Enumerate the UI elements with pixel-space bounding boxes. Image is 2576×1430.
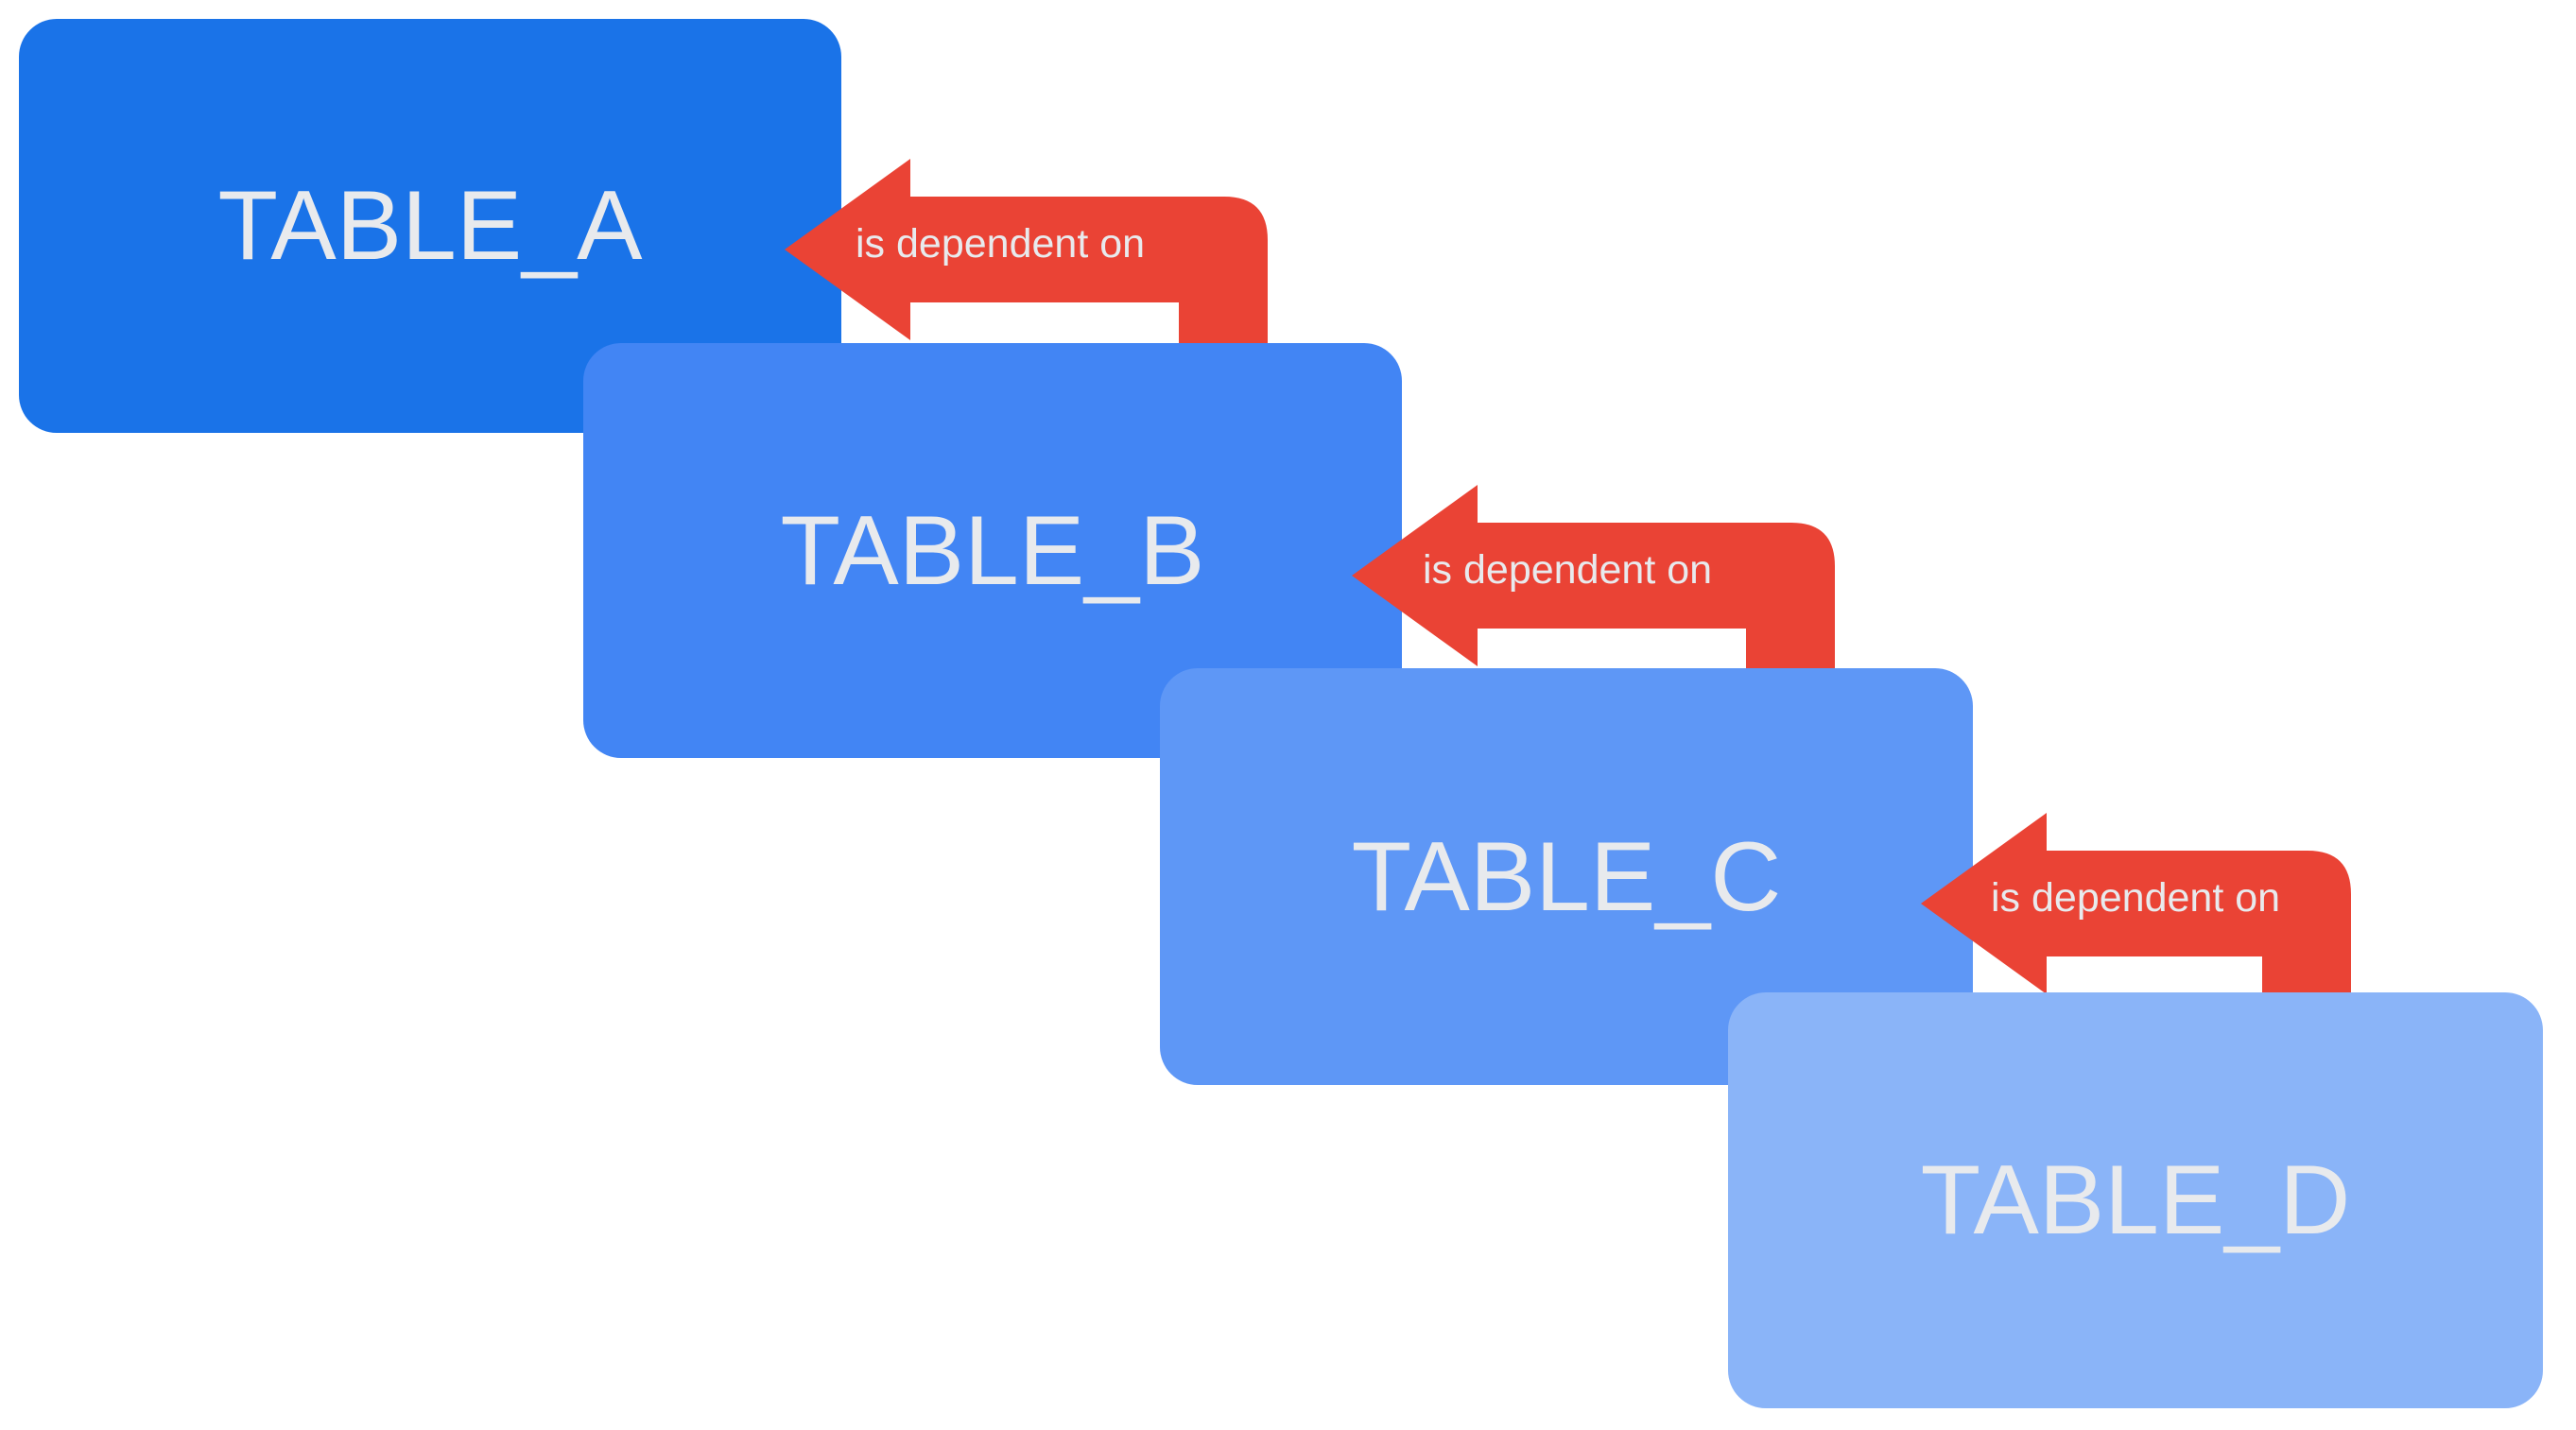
node-label-table-d: TABLE_D	[1920, 1146, 2351, 1255]
node-table-a[interactable]: TABLE_A	[19, 19, 841, 433]
edge-arrow-icon	[1921, 813, 2351, 1030]
node-table-d[interactable]: TABLE_D	[1728, 992, 2543, 1408]
edge-label-is-dependent-on: is dependent on	[1423, 547, 1713, 593]
edge-label-is-dependent-on: is dependent on	[856, 221, 1146, 267]
edge-table-b-depends-on-table-c[interactable]: is dependent on	[1352, 485, 1835, 704]
edge-arrow-icon	[785, 159, 1268, 378]
node-label-table-b: TABLE_B	[780, 495, 1205, 606]
edge-table-a-depends-on-table-b[interactable]: is dependent on	[785, 159, 1268, 378]
edge-arrow-shape	[785, 159, 1268, 378]
node-label-table-c: TABLE_C	[1351, 821, 1782, 932]
edge-arrow-icon	[1352, 485, 1835, 704]
edge-arrow-shape	[1352, 485, 1835, 704]
edge-label-is-dependent-on: is dependent on	[1991, 875, 2281, 921]
edge-arrow-shape	[1921, 813, 2351, 1030]
edge-table-c-depends-on-table-d[interactable]: is dependent on	[1921, 813, 2351, 1030]
node-label-table-a: TABLE_A	[217, 171, 643, 281]
